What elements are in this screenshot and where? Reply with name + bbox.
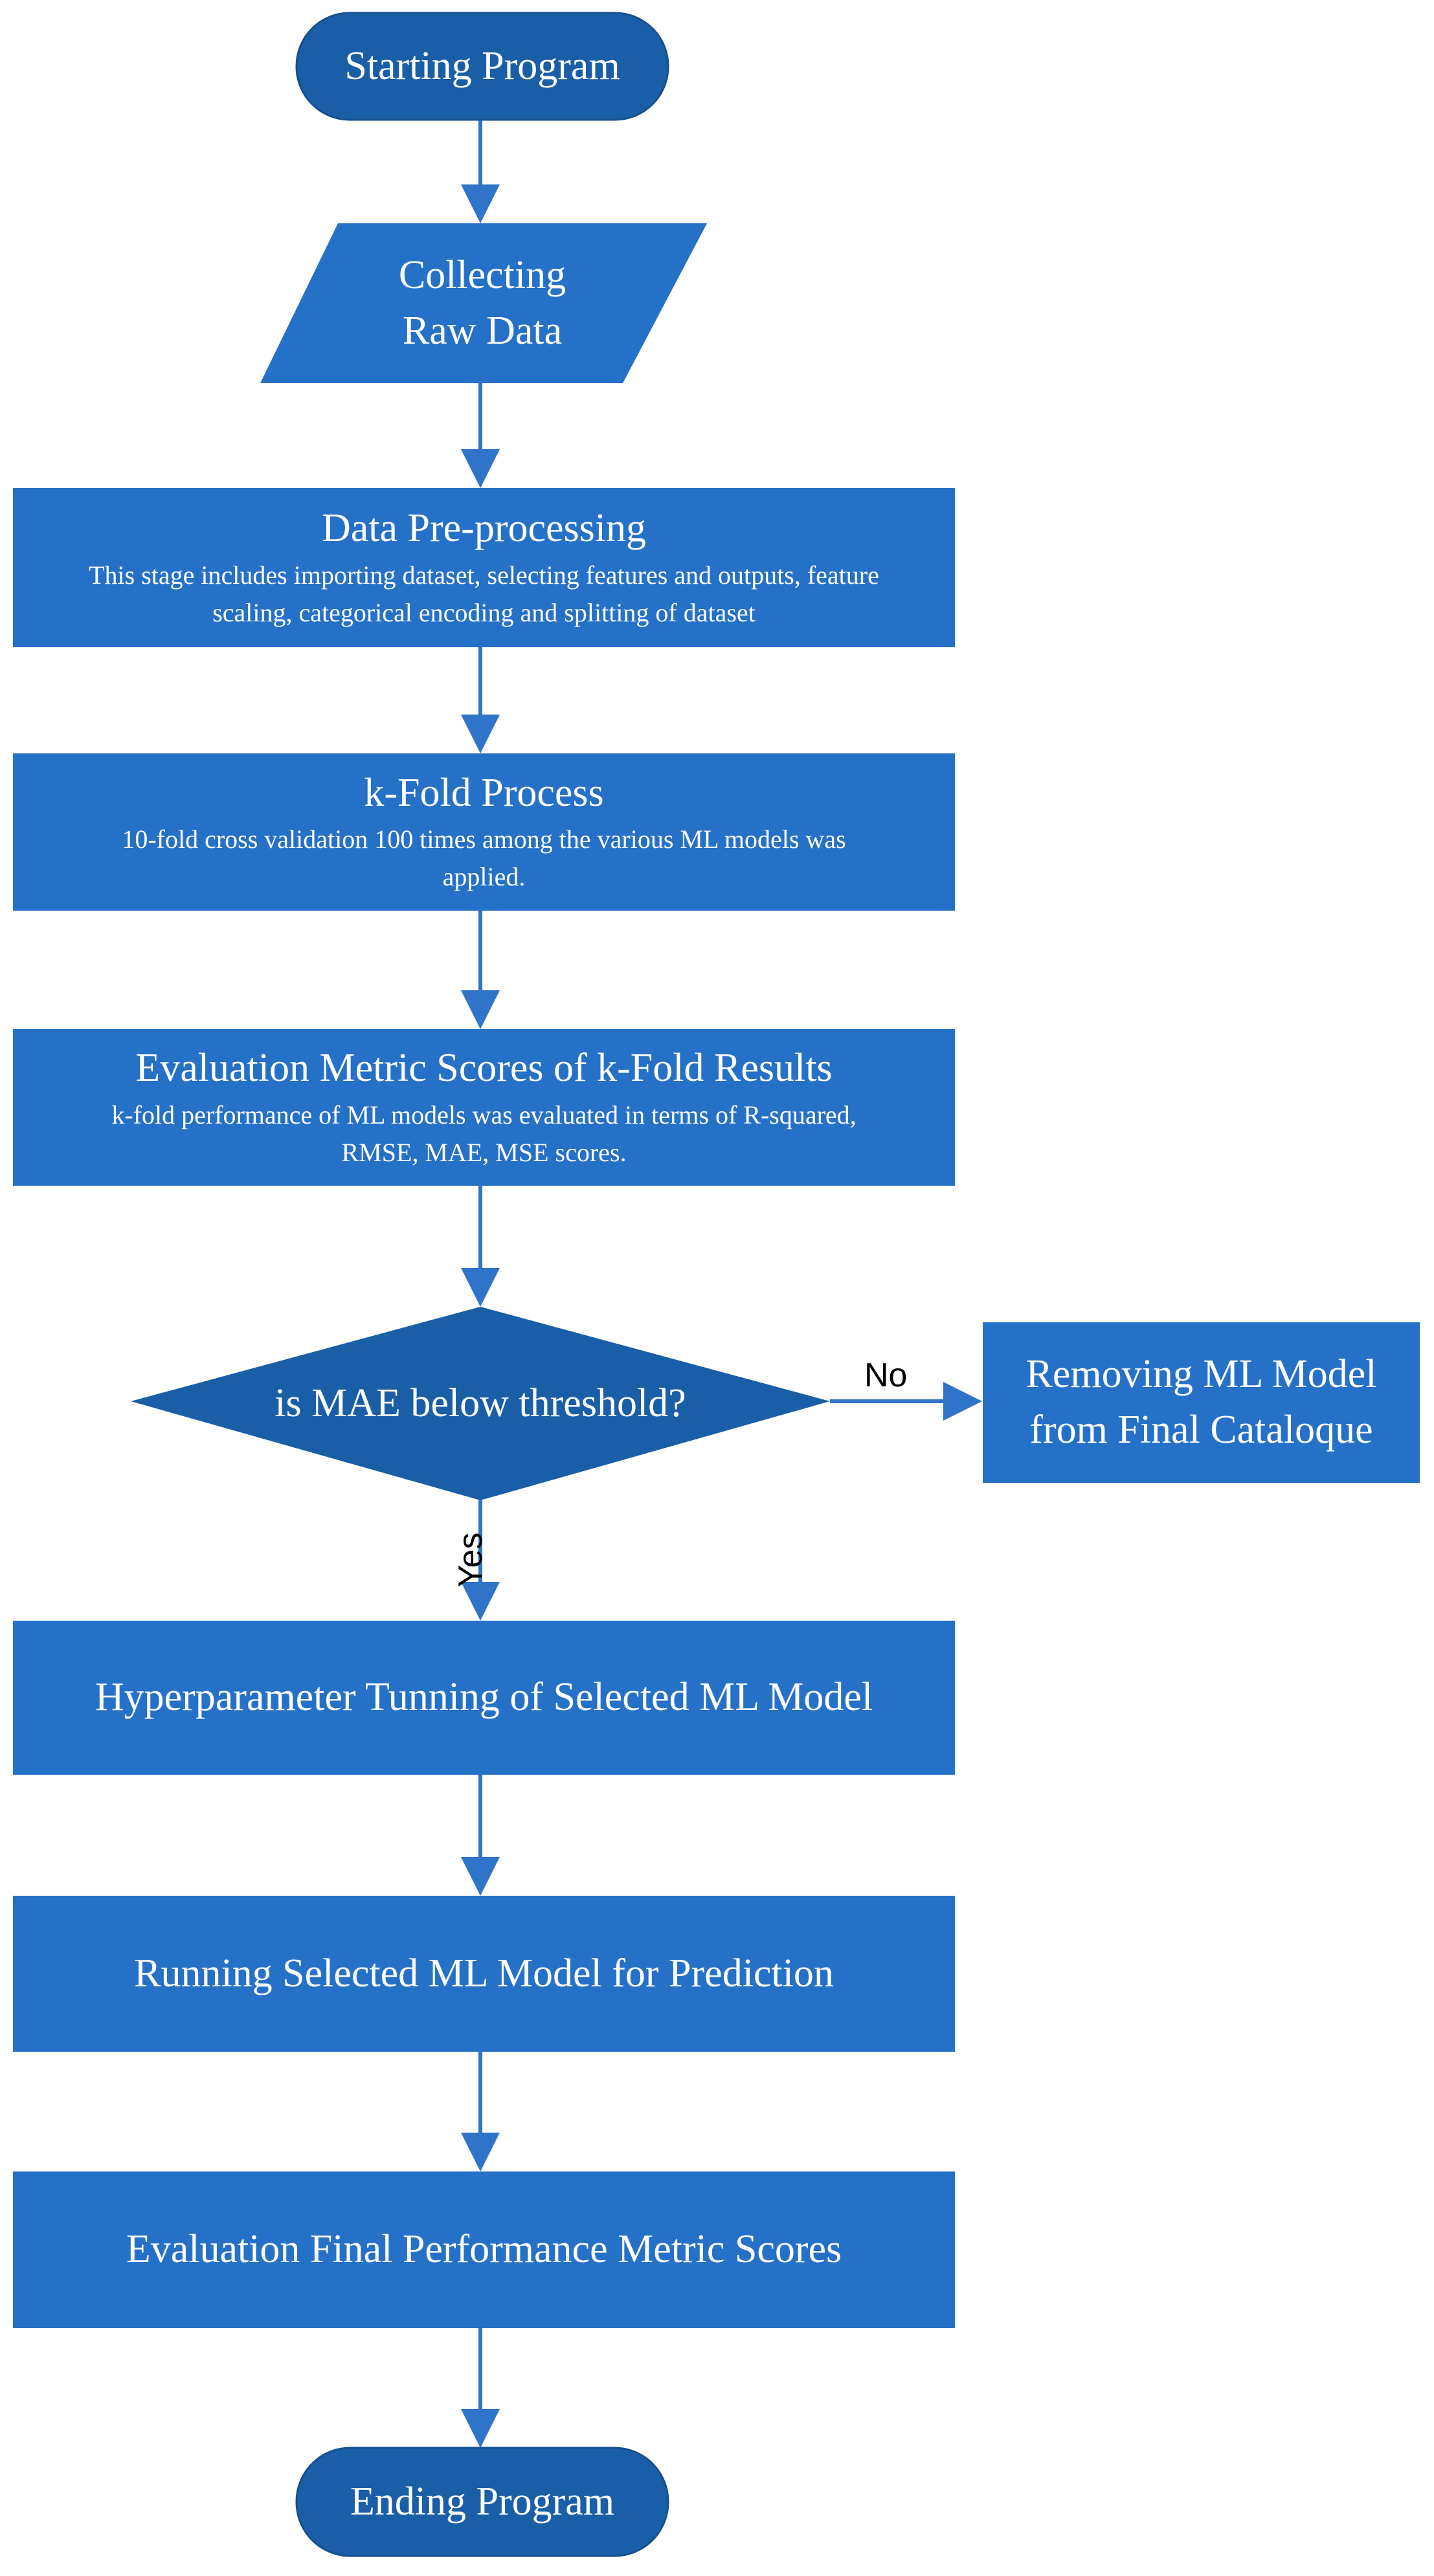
- collect-data-shape: [260, 223, 707, 383]
- evaluation-desc-line2: RMSE, MAE, MSE scores.: [341, 1137, 627, 1167]
- kfold-desc-line1: 10-fold cross validation 100 times among…: [122, 825, 846, 854]
- decision-node: is MAE below threshold?: [131, 1307, 830, 1500]
- start-terminal: Starting Program: [297, 13, 668, 120]
- start-terminal-shape: [295, 12, 669, 121]
- running-box: [13, 1896, 955, 2052]
- collect-label-line1: Collecting: [398, 252, 566, 297]
- node-shapes: [13, 12, 1420, 2557]
- final-eval-node: Evaluation Final Performance Metric Scor…: [13, 2171, 955, 2328]
- final-eval-label: Evaluation Final Performance Metric Scor…: [126, 2227, 842, 2272]
- tuning-label: Hyperparameter Tunning of Selected ML Mo…: [95, 1675, 873, 1720]
- final-eval-box: [13, 2171, 955, 2328]
- edge-label-yes: Yes: [452, 1532, 489, 1588]
- evaluation-desc-line1: k-fold performance of ML models was eval…: [111, 1100, 857, 1129]
- kfold-title: k-Fold Process: [364, 770, 604, 815]
- tuning-box: [13, 1621, 955, 1775]
- edge-label-no: No: [864, 1357, 908, 1394]
- remove-label-line1: Removing ML Model: [1025, 1352, 1377, 1397]
- preprocess-box: [13, 488, 955, 647]
- evaluation-node: Evaluation Metric Scores of k-Fold Resul…: [13, 1029, 955, 1186]
- preprocess-desc-line2: scaling, categorical encoding and splitt…: [212, 597, 756, 627]
- remove-label-line2: from Final Cataloque: [1029, 1408, 1373, 1452]
- preprocess-node: Data Pre-processing This stage includes …: [13, 488, 955, 647]
- preprocess-title: Data Pre-processing: [322, 506, 646, 551]
- decision-label: is MAE below threshold?: [274, 1381, 686, 1425]
- evaluation-box: [13, 1029, 955, 1186]
- collect-data-node: Collecting Raw Data: [272, 223, 693, 383]
- end-terminal: Ending Program: [297, 2448, 668, 2556]
- end-label: Ending Program: [350, 2479, 615, 2524]
- running-node: Running Selected ML Model for Prediction: [13, 1896, 955, 2052]
- start-label: Starting Program: [344, 43, 620, 88]
- decision-diamond: [131, 1307, 830, 1500]
- kfold-box: [13, 753, 955, 911]
- evaluation-title: Evaluation Metric Scores of k-Fold Resul…: [135, 1046, 833, 1091]
- tuning-node: Hyperparameter Tunning of Selected ML Mo…: [13, 1621, 955, 1775]
- connectors: [461, 120, 982, 2448]
- remove-node: Removing ML Model from Final Cataloque: [983, 1322, 1420, 1483]
- kfold-node: k-Fold Process 10-fold cross validation …: [13, 753, 955, 911]
- end-terminal-shape: [295, 2447, 669, 2557]
- remove-box: [983, 1322, 1420, 1483]
- kfold-desc-line2: applied.: [442, 862, 526, 892]
- preprocess-desc-line1: This stage includes importing dataset, s…: [89, 560, 879, 590]
- collect-label-line2: Raw Data: [402, 308, 563, 353]
- running-label: Running Selected ML Model for Prediction: [134, 1951, 834, 1995]
